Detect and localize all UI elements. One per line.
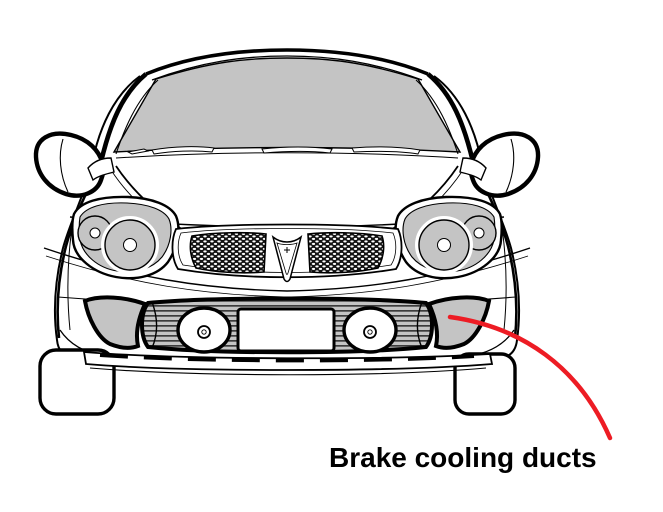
right-grille-mesh bbox=[307, 231, 385, 274]
roof bbox=[145, 48, 429, 81]
lower-intake bbox=[140, 296, 434, 355]
wiper-blades bbox=[126, 146, 421, 155]
front-lip bbox=[82, 351, 494, 376]
annotation-label: Brake cooling ducts bbox=[329, 442, 597, 473]
left-brake-duct bbox=[82, 295, 148, 350]
windshield bbox=[112, 57, 462, 159]
upper-grille bbox=[171, 223, 403, 283]
annotation-leader-line bbox=[447, 314, 613, 441]
right-mirror bbox=[459, 131, 541, 198]
left-grille-mesh bbox=[189, 231, 267, 274]
license-plate bbox=[236, 307, 336, 353]
brake-cooling-ducts bbox=[82, 295, 492, 350]
pontiac-emblem bbox=[271, 235, 303, 283]
left-headlight bbox=[71, 195, 180, 280]
right-brake-duct bbox=[426, 295, 492, 350]
left-tire bbox=[38, 348, 116, 416]
body-outline bbox=[54, 72, 520, 359]
left-mirror bbox=[33, 131, 115, 198]
right-headlight bbox=[394, 195, 503, 280]
